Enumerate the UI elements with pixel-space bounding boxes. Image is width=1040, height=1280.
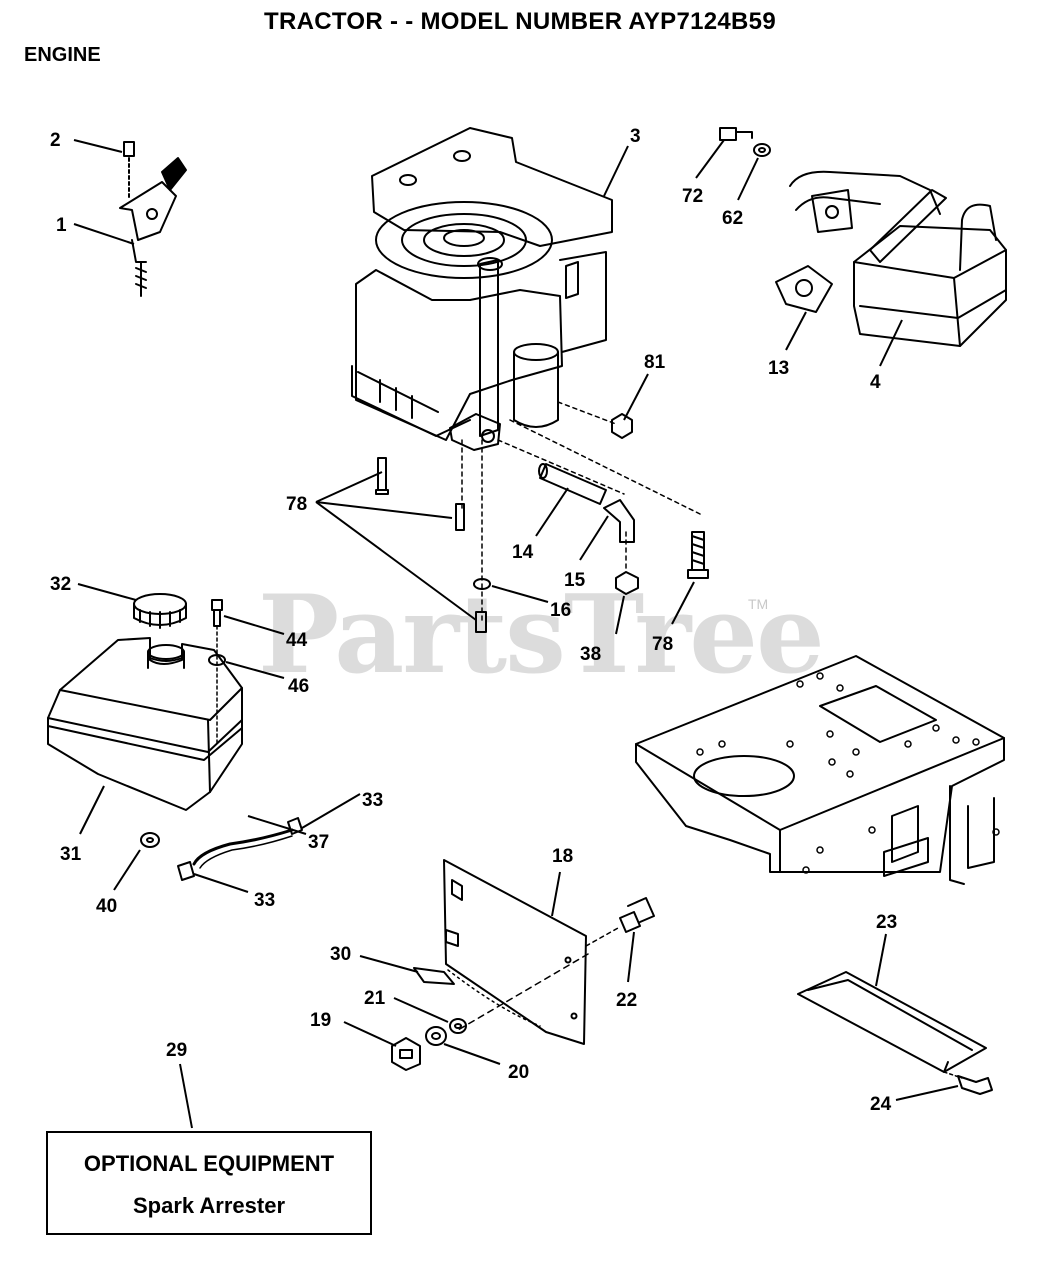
callout-44: 44 xyxy=(286,630,308,651)
frame-part xyxy=(635,655,1005,885)
trademark-mark: TM xyxy=(748,596,769,612)
callout-22: 22 xyxy=(616,990,637,1011)
callout-33-upper: 33 xyxy=(362,790,383,811)
callout-19: 19 xyxy=(310,1010,331,1031)
bolt-parts xyxy=(375,457,709,633)
callout-23: 23 xyxy=(876,912,897,933)
callout-20: 20 xyxy=(508,1062,529,1083)
section-title: ENGINE xyxy=(24,44,101,66)
optional-equipment-title: OPTIONAL EQUIPMENT xyxy=(83,1151,335,1176)
muffler-part xyxy=(719,127,1007,347)
callout-62: 62 xyxy=(722,208,743,229)
callout-32: 32 xyxy=(50,574,71,595)
throttle-control-part xyxy=(119,141,187,297)
callout-33-lower: 33 xyxy=(254,890,275,911)
callout-21: 21 xyxy=(364,988,386,1009)
callout-30: 30 xyxy=(330,944,351,965)
callout-37: 37 xyxy=(308,832,329,853)
cover-part xyxy=(797,971,993,1095)
callout-29: 29 xyxy=(166,1040,187,1061)
callout-16: 16 xyxy=(550,600,571,621)
callout-78-upper: 78 xyxy=(286,494,307,515)
callout-72: 72 xyxy=(682,186,703,207)
fuel-tank-part xyxy=(47,593,303,881)
callout-24: 24 xyxy=(870,1094,892,1115)
watermark: PartsTree xyxy=(258,572,825,698)
callout-31: 31 xyxy=(60,844,82,865)
callout-40: 40 xyxy=(96,896,117,917)
tube-part xyxy=(538,463,607,505)
optional-equipment-item: Spark Arrester xyxy=(132,1193,286,1218)
plate-part xyxy=(391,859,655,1071)
callout-78-lower: 78 xyxy=(652,634,673,655)
elbow-part xyxy=(603,499,635,543)
callout-14: 14 xyxy=(512,542,534,563)
callout-81: 81 xyxy=(644,352,666,373)
callout-2: 2 xyxy=(50,130,61,151)
callout-3: 3 xyxy=(630,126,641,147)
callout-18: 18 xyxy=(552,846,573,867)
nut-part xyxy=(611,413,633,439)
callout-1: 1 xyxy=(56,215,67,236)
engine-part xyxy=(351,127,613,451)
callout-38: 38 xyxy=(580,644,601,665)
callout-13: 13 xyxy=(768,358,789,379)
optional-equipment-box: OPTIONAL EQUIPMENT Spark Arrester xyxy=(46,1131,372,1235)
callout-4: 4 xyxy=(870,372,881,393)
page-title: TRACTOR - - MODEL NUMBER AYP7124B59 xyxy=(264,8,776,35)
callout-15: 15 xyxy=(564,570,586,591)
callout-46: 46 xyxy=(288,676,309,697)
